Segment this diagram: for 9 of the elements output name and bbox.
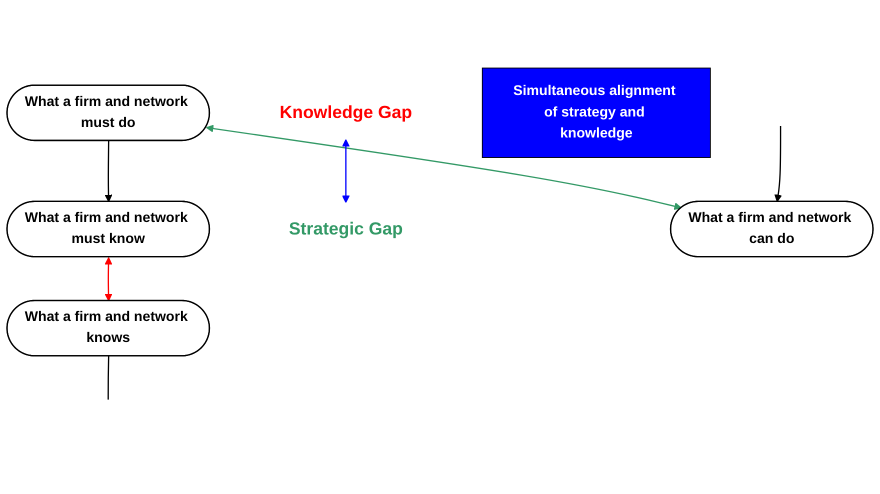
arrow	[206, 124, 682, 210]
connector	[108, 356, 110, 400]
arrow	[774, 126, 782, 202]
arrow	[342, 139, 350, 204]
node-text: Knowledge Gap	[280, 103, 412, 122]
arrow	[104, 140, 112, 202]
node-box: Simultaneous alignment of strategy and knowledge	[482, 68, 711, 158]
node-text: Strategic Gap	[288, 219, 403, 239]
arrow	[104, 257, 112, 302]
